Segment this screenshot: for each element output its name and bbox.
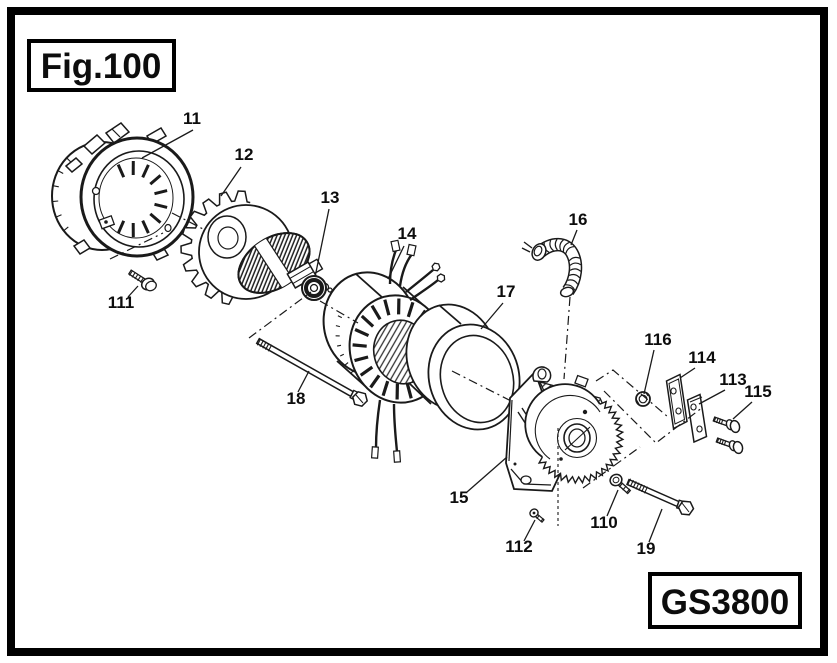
part-label-14: 14	[398, 224, 417, 243]
part-label-19: 19	[637, 539, 656, 558]
part-17-rotor-ring	[405, 303, 521, 431]
part-label-11: 11	[183, 109, 201, 128]
part-19-bolt	[626, 478, 695, 516]
model-number-box: GS3800	[648, 572, 802, 629]
fig-number: Fig.100	[41, 47, 162, 86]
model-number: GS3800	[661, 583, 789, 622]
part-16-flexible-tube	[521, 237, 583, 298]
part-labels: 11 12 13 14 15 16 17 18 19 110 111 112 1…	[108, 109, 772, 558]
part-11-end-cover	[51, 122, 195, 261]
part-label-116: 116	[644, 330, 671, 349]
part-115-screws	[712, 416, 744, 455]
part-114-plate	[665, 373, 688, 430]
part-label-111: 111	[108, 293, 135, 312]
fig-number-box: Fig.100	[27, 39, 176, 92]
part-label-12: 12	[235, 145, 254, 164]
part-label-15: 15	[450, 488, 469, 507]
part-112-screw	[529, 508, 545, 524]
part-label-13: 13	[321, 188, 340, 207]
part-label-115: 115	[744, 382, 771, 401]
part-113-plate	[686, 393, 708, 444]
alignment-lines	[109, 212, 704, 526]
part-label-18: 18	[287, 389, 306, 408]
leader-lines	[127, 129, 753, 543]
part-13-bearing	[301, 275, 327, 301]
part-111-screw	[127, 269, 157, 292]
part-15-rear-housing	[505, 366, 625, 492]
part-12-fan-rotor	[180, 190, 333, 306]
part-18-through-bolt	[255, 337, 369, 408]
part-116-nut	[635, 391, 651, 407]
part-label-114: 114	[688, 348, 716, 367]
part-label-113: 113	[719, 370, 746, 389]
part-label-112: 112	[505, 537, 532, 556]
part-label-17: 17	[497, 282, 516, 301]
part-label-110: 110	[590, 513, 617, 532]
part-110-screw	[609, 473, 632, 495]
part-label-16: 16	[569, 210, 588, 229]
